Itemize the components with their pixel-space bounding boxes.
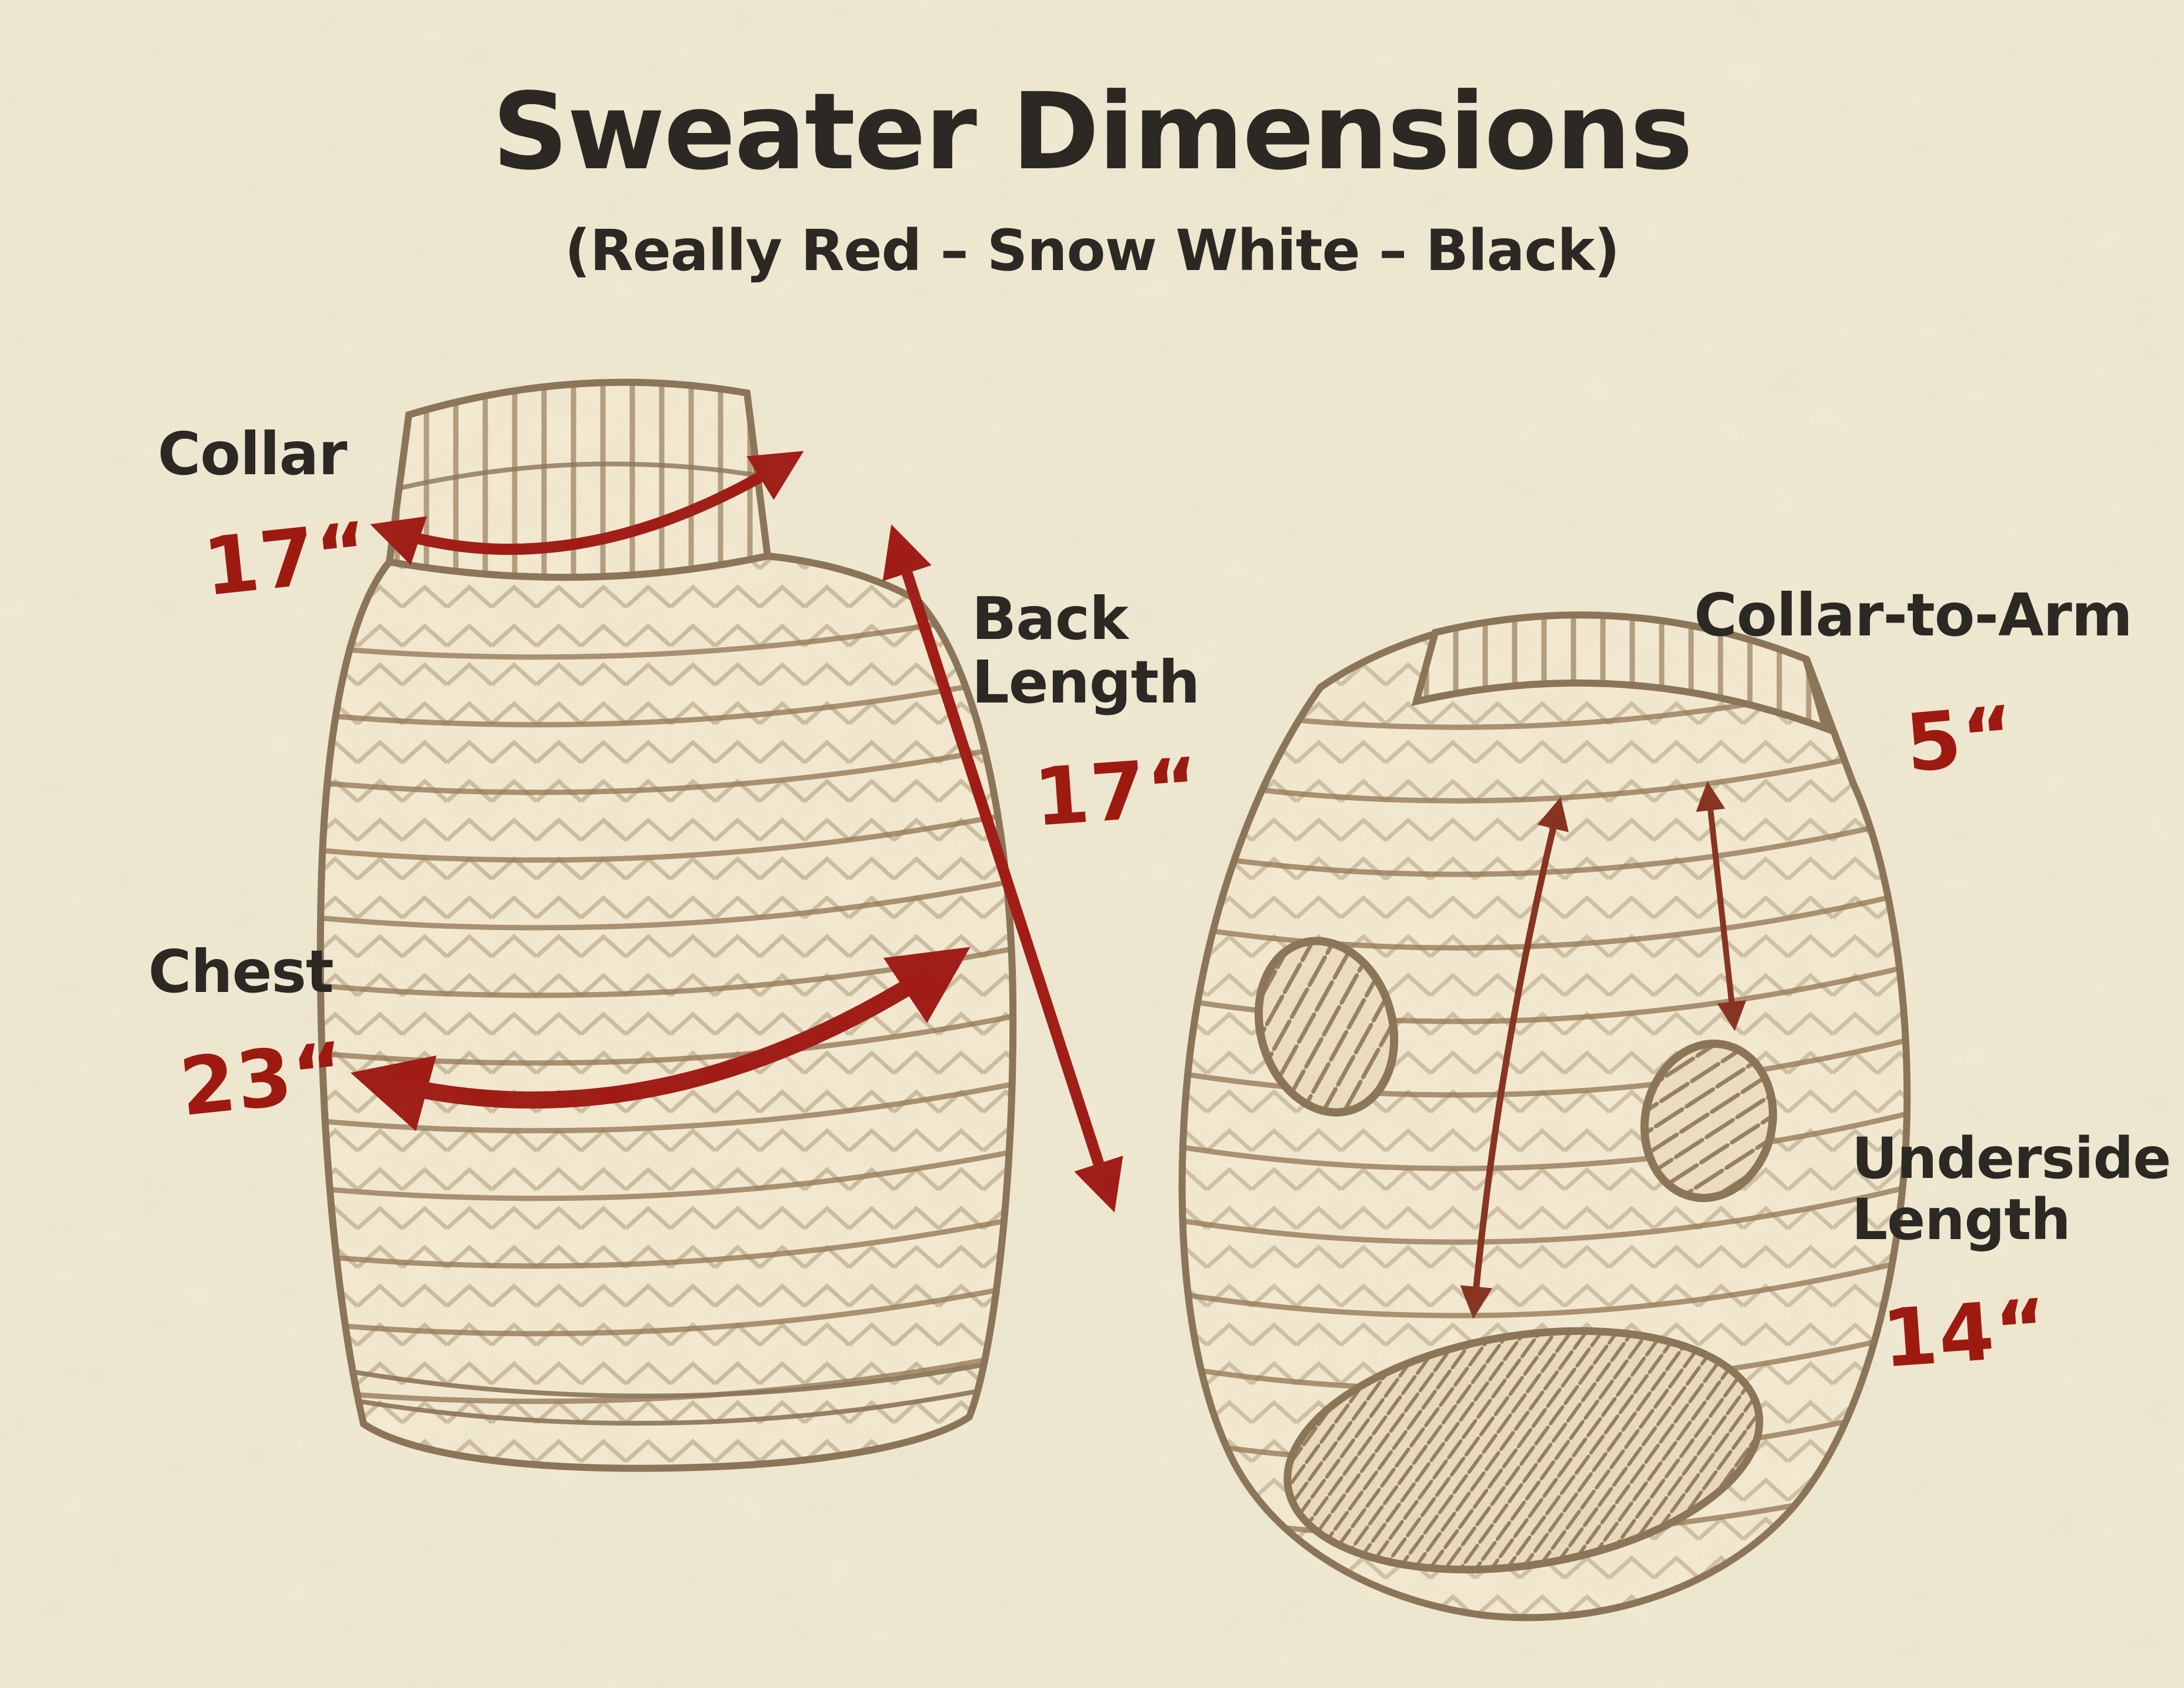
collar-to-arm-label: Collar-to-Arm	[1694, 581, 2133, 650]
page-title: Sweater Dimensions	[492, 71, 1693, 194]
collar-label: Collar	[158, 419, 347, 488]
collar-value: 17“	[199, 504, 375, 614]
page-subtitle: (Really Red – Snow White – Black)	[564, 218, 1620, 284]
collar-to-arm-value: 5“	[1902, 688, 2020, 790]
back-length-value: 17“	[1031, 740, 1203, 844]
back-length-label: Back Length	[972, 584, 1200, 717]
underside-length-value: 14“	[1879, 1281, 2052, 1386]
chest-value: 23“	[175, 1024, 351, 1134]
chest-label: Chest	[148, 937, 334, 1006]
underside-length-label: Underside Length	[1852, 1126, 2171, 1253]
